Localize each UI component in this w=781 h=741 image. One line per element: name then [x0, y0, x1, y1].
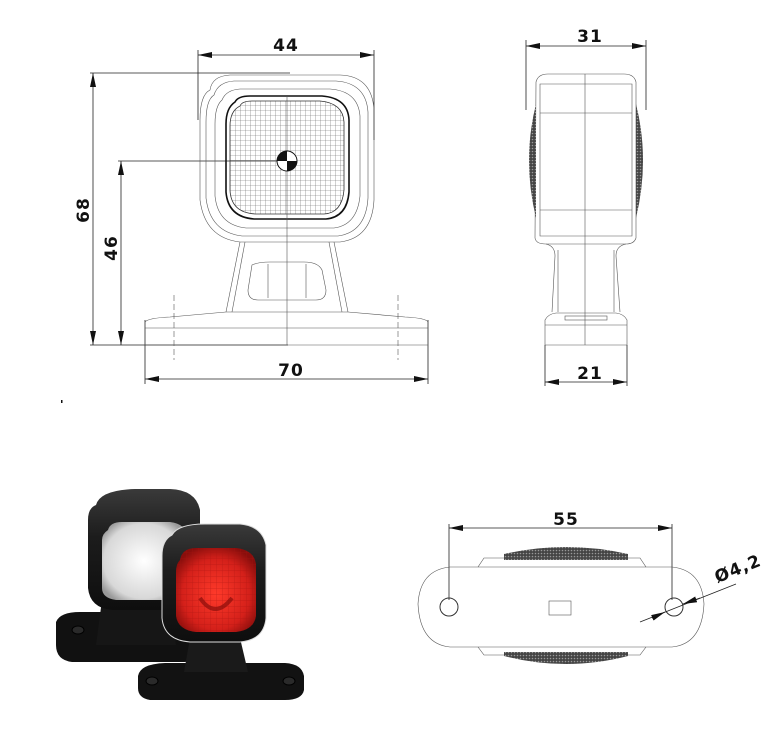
knurl-top — [504, 547, 628, 560]
lamp-head-side — [529, 73, 643, 345]
dim-label-44: 44 — [273, 36, 299, 56]
lamp-stem-front — [225, 241, 349, 313]
knurl-left — [529, 104, 536, 218]
front-view: 44 68 46 70 — [74, 36, 429, 384]
knurl-bottom — [504, 652, 628, 664]
dim-label-68: 68 — [74, 197, 94, 223]
mounting-hole-left — [439, 597, 459, 617]
center-of-gravity-icon — [276, 150, 298, 172]
dim-label-21: 21 — [577, 364, 603, 384]
dim-label-31: 31 — [577, 27, 603, 47]
dimension-depth-31 — [525, 40, 647, 110]
bottom-view: 55 Ø4,2 — [417, 510, 765, 664]
dim-label-hole-diameter: Ø4,2 — [712, 551, 765, 588]
knurl-right — [636, 104, 643, 218]
dim-label-55: 55 — [553, 510, 579, 530]
lamp-red — [138, 523, 304, 700]
dimension-hole-spacing-55 — [448, 524, 673, 600]
product-photo — [56, 489, 304, 700]
lamp-base-side — [544, 312, 628, 346]
mounting-hole-right — [664, 597, 684, 617]
center-slot — [548, 600, 572, 616]
dim-label-46: 46 — [102, 235, 122, 261]
dim-label-70: 70 — [278, 361, 304, 381]
side-view: 31 21 — [525, 27, 647, 386]
lamp-stem-side — [545, 243, 627, 321]
lamp-head-front — [199, 74, 375, 345]
lamp-base-front — [144, 295, 429, 360]
stray-mark — [61, 400, 63, 403]
dimension-depth-21 — [544, 345, 628, 386]
dimension-height-68 — [90, 72, 290, 345]
